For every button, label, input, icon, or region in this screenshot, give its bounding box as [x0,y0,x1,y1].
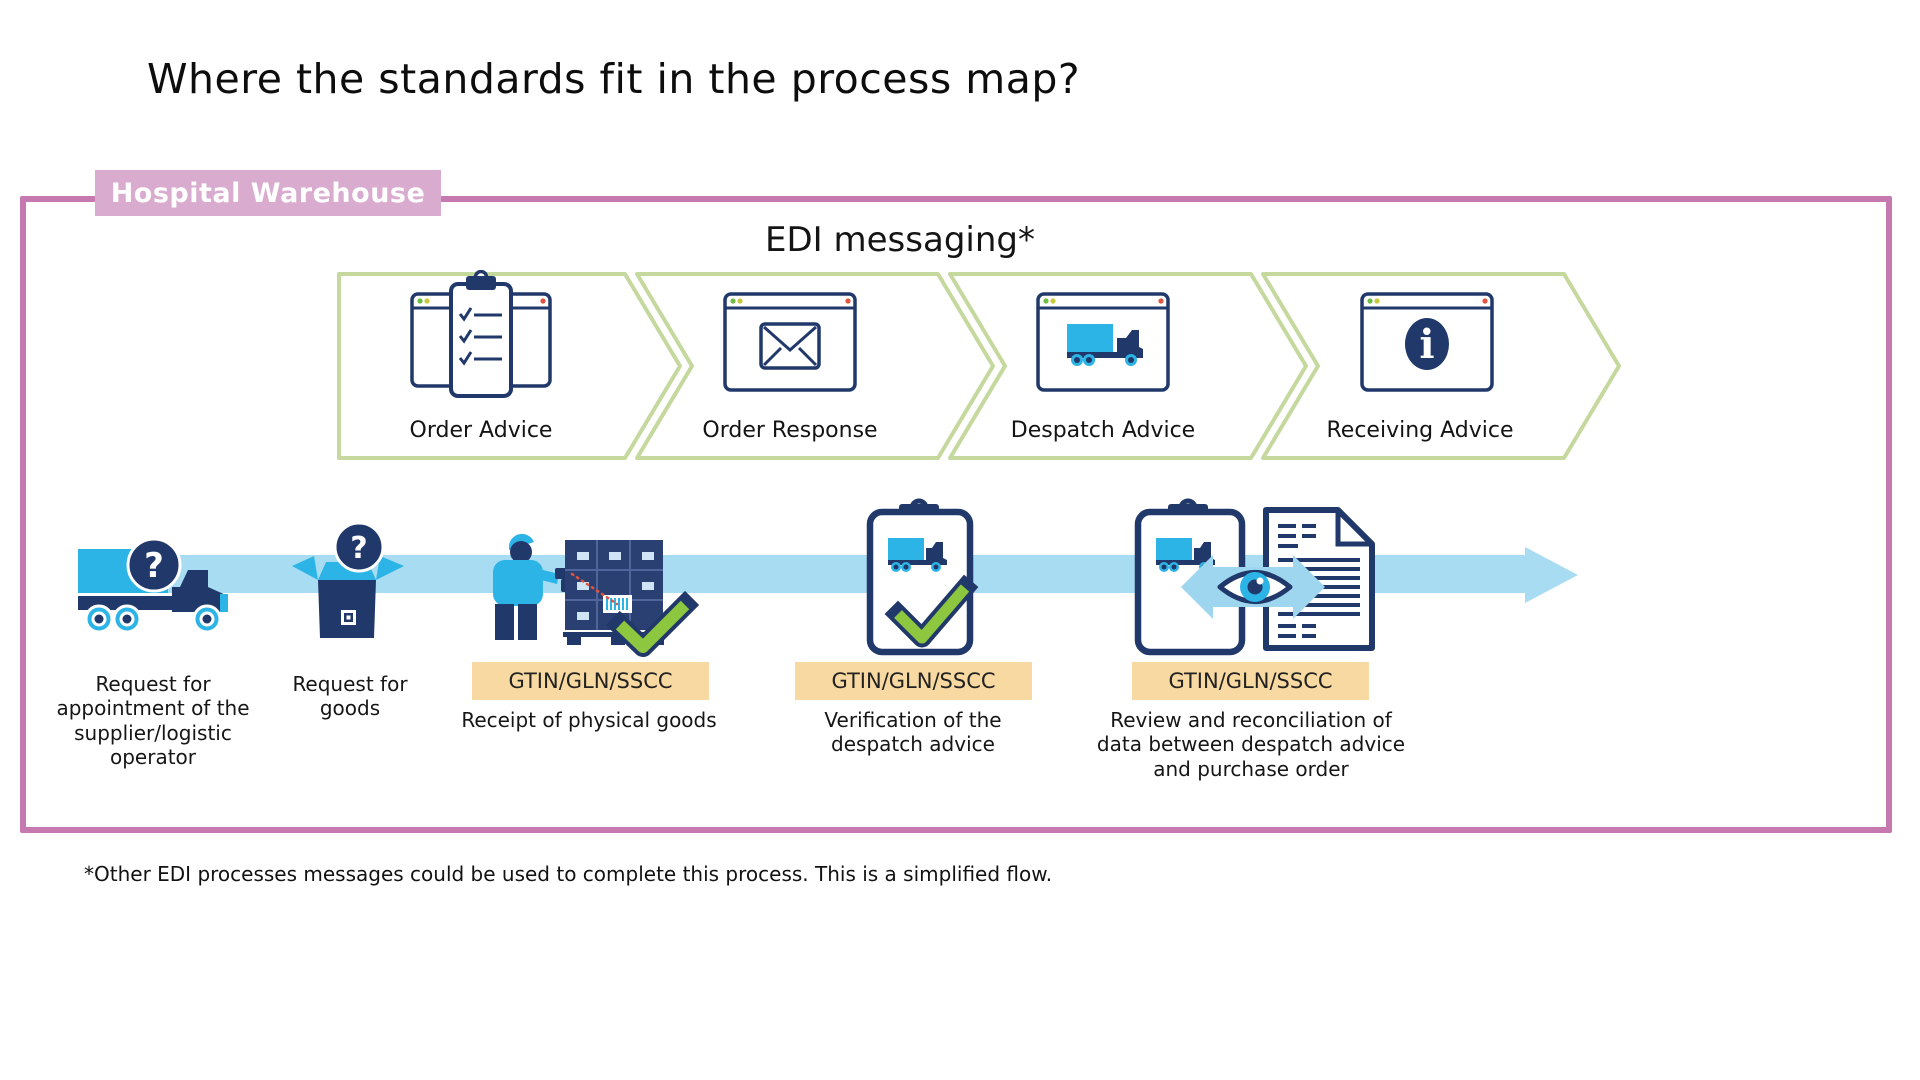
edi-step-label-order-response: Order Response [702,418,878,443]
worker-head-icon [510,541,532,563]
gtin-badge-label: GTIN/GLN/SSCC [831,669,996,693]
open-box-question-icon: ? [292,521,404,638]
process-label-verification: Verification of the despatch advice [824,708,1002,757]
gtin-badge-verification: GTIN/GLN/SSCC [795,662,1032,700]
hospital-warehouse-tab: Hospital Warehouse [95,170,441,216]
hospital-warehouse-tab-label: Hospital Warehouse [110,177,426,209]
info-window-icon: i [1360,292,1494,392]
gtin-badge-label: GTIN/GLN/SSCC [1168,669,1333,693]
svg-text:i: i [1419,321,1434,368]
footnote: *Other EDI processes messages could be u… [84,862,1053,886]
svg-text:?: ? [350,531,367,566]
clipboard-checklist-window-icon [410,270,552,398]
gtin-badge-label: GTIN/GLN/SSCC [508,669,673,693]
worker-body-icon [493,560,543,606]
truck-question-icon: ? [78,538,228,634]
envelope-window-icon [723,292,857,392]
question-badge-icon [333,521,385,573]
gtin-badge-review: GTIN/GLN/SSCC [1132,662,1369,700]
edi-step-label-order-advice: Order Advice [409,418,553,443]
check-mark-icon [884,574,979,648]
clipboard-truck-check-icon [866,498,979,656]
gtin-badge-receipt: GTIN/GLN/SSCC [472,662,709,700]
edi-messaging-heading: EDI messaging* [765,220,1035,260]
scan-pallet-check-icon [493,533,700,657]
edi-step-label-despatch-advice: Despatch Advice [1010,418,1196,443]
eye-icon [1217,570,1293,604]
process-label-request-appointment: Request for appointment of the supplier/… [56,672,250,770]
process-label-review-reconciliation: Review and reconciliation of data betwee… [1096,708,1406,781]
process-label-receipt-goods: Receipt of physical goods [461,708,717,732]
check-mark-icon [605,590,700,657]
page-title: Where the standards fit in the process m… [147,55,1081,103]
clipboard-document-eye-icon [1134,498,1375,656]
question-badge-icon [126,538,182,593]
process-label-request-goods: Request for goods [292,672,408,721]
edi-step-label-receiving-advice: Receiving Advice [1326,418,1514,443]
svg-text:?: ? [144,546,164,586]
truck-window-icon [1036,292,1170,392]
pallet-icon [563,632,665,637]
